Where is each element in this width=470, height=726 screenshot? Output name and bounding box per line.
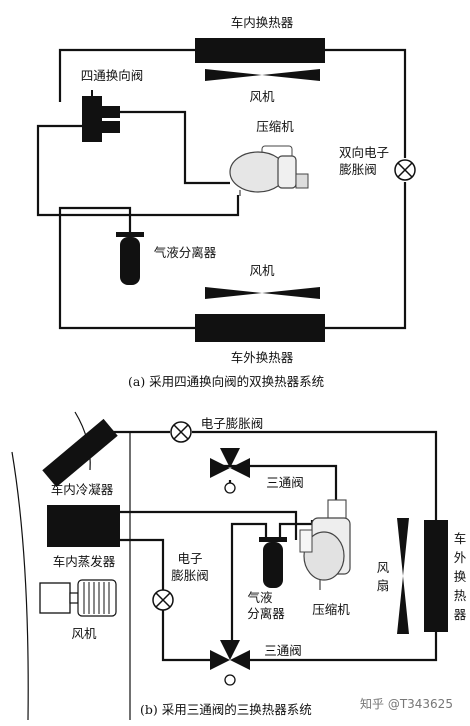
vehicle-body-outline-outer xyxy=(11,451,29,721)
caption-a: (a) 采用四通换向阀的双换热器系统 xyxy=(128,374,324,389)
diagram-a: 车内换热器 风机 四通换向阀 压缩机 双向电子 膨胀阀 xyxy=(36,15,416,389)
compressor-b-icon xyxy=(299,499,351,590)
expansion-valve-label-1: 双向电子 xyxy=(339,145,389,160)
compressor-icon xyxy=(229,145,309,196)
expansion-valve-label-2: 膨胀阀 xyxy=(339,162,377,177)
right-fan-icon xyxy=(397,518,409,634)
pipe-b-left-valve-down xyxy=(161,610,210,662)
gas-liquid-separator-b-icon xyxy=(259,537,287,588)
four-way-valve-label: 四通换向阀 xyxy=(81,68,144,83)
right-fan-label-2: 扇 xyxy=(377,578,390,593)
pipe-b-bottom xyxy=(250,632,438,662)
gas-liquid-separator-icon xyxy=(116,232,144,285)
left-expansion-valve-label-2: 膨胀阀 xyxy=(171,568,209,583)
bottom-three-way-valve-label: 三通阀 xyxy=(264,643,302,658)
bottom-three-way-valve-icon xyxy=(210,640,250,686)
pipe-b-evap-top xyxy=(120,510,298,540)
pipe-a-valve-to-compressor xyxy=(120,110,230,185)
indoor-evaporator-label: 车内蒸发器 xyxy=(53,554,116,569)
outdoor-hx-label: 车外换热器 xyxy=(231,350,294,365)
fan-bottom-icon xyxy=(205,287,320,299)
top-expansion-valve-icon xyxy=(170,421,192,443)
outdoor-hx-b-char-4: 热 xyxy=(454,588,467,603)
outdoor-hx-b-char-2: 外 xyxy=(454,550,467,565)
outdoor-hx-b-char-1: 车 xyxy=(454,531,467,546)
watermark: 知乎 @T343625 xyxy=(360,697,453,711)
top-expansion-valve-label: 电子膨胀阀 xyxy=(201,416,264,431)
pipe-b-evap-bottom xyxy=(120,538,165,590)
compressor-label: 压缩机 xyxy=(256,119,294,134)
vehicle-body-outline-inner xyxy=(112,431,131,720)
pipe-a-right-lower xyxy=(325,182,407,330)
compressor-b-label: 压缩机 xyxy=(312,602,350,617)
bidirectional-expansion-valve-icon xyxy=(394,159,416,181)
left-expansion-valve-icon xyxy=(152,589,174,611)
pipe-b-top xyxy=(108,430,438,520)
left-fan-icon xyxy=(39,579,117,617)
left-fan-label: 风机 xyxy=(71,626,97,641)
outdoor-hx-b-char-3: 换 xyxy=(454,569,467,584)
fan-top-label: 风机 xyxy=(249,89,275,104)
outdoor-heat-exchanger-b xyxy=(424,520,448,632)
left-expansion-valve-label-1: 电子 xyxy=(177,551,202,566)
outdoor-heat-exchanger xyxy=(195,314,325,342)
indoor-heat-exchanger xyxy=(195,38,325,63)
top-three-way-valve-label: 三通阀 xyxy=(266,475,304,490)
pipe-a-bottom xyxy=(58,206,195,330)
pipe-b-separator-to-3way xyxy=(230,522,268,645)
indoor-hx-label: 车内换热器 xyxy=(231,15,294,30)
separator-label: 气液分离器 xyxy=(154,245,217,260)
indoor-condenser xyxy=(42,418,118,488)
right-fan-label-1: 风 xyxy=(377,560,390,575)
outdoor-hx-b-char-5: 器 xyxy=(454,607,467,622)
indoor-evaporator xyxy=(47,505,120,547)
fan-top-icon xyxy=(205,69,320,81)
diagram-b: 车内冷凝器 电子膨胀阀 三通阀 车内蒸发器 xyxy=(11,411,467,721)
separator-b-label-1: 气液 xyxy=(247,590,273,605)
caption-b: (b) 采用三通阀的三换热器系统 xyxy=(140,702,312,717)
separator-b-label-2: 分离器 xyxy=(247,606,285,621)
pipe-a-top xyxy=(58,48,407,158)
top-three-way-valve-icon xyxy=(210,448,250,494)
indoor-condenser-label: 车内冷凝器 xyxy=(51,482,114,497)
fan-bottom-label: 风机 xyxy=(249,263,275,278)
four-way-valve-icon xyxy=(82,90,120,142)
pipe-a-left-loop xyxy=(36,124,240,217)
